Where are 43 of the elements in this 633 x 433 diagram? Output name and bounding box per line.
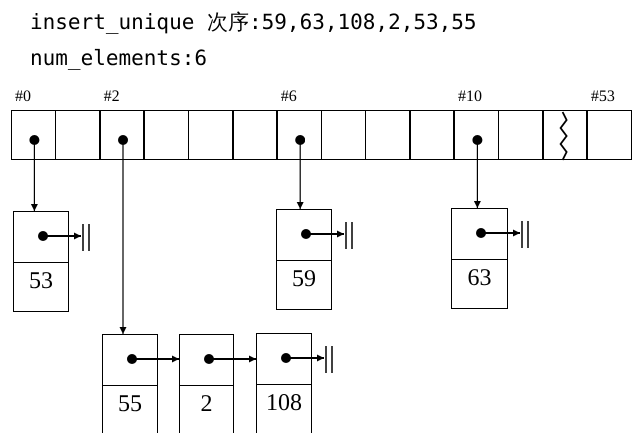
- bucket-index: #10: [458, 88, 482, 106]
- list-node-box: [13, 211, 69, 312]
- bucket-cell: [321, 110, 366, 160]
- bucket-cell: [100, 110, 144, 160]
- bucket-cell: [55, 110, 100, 160]
- list-node-box: [102, 334, 158, 433]
- list-node-box: [276, 209, 332, 310]
- bucket-cell: [11, 110, 56, 160]
- list-node-box: [179, 334, 234, 433]
- pointer-arrow: [29, 135, 40, 211]
- pointer-arrow: [204, 354, 256, 364]
- bucket-cell: [276, 110, 322, 160]
- bucket-cell: [188, 110, 233, 160]
- bucket-index: #53: [590, 88, 615, 106]
- bucket-index: #0: [15, 88, 31, 106]
- bucket-cell: [365, 110, 410, 160]
- list-node-box: [256, 333, 312, 433]
- bucket-index: #2: [104, 88, 120, 106]
- bucket-cell: [454, 110, 499, 160]
- insertion-order-text: insert_unique 次序:59,63,108,2,53,55: [30, 9, 477, 36]
- node-value: 63: [466, 265, 492, 292]
- node-value: 2: [200, 391, 214, 418]
- node-value: 59: [291, 266, 317, 293]
- pointer-arrow: [281, 353, 324, 363]
- bucket-cell: [410, 110, 454, 160]
- pointer-arrow: [476, 228, 520, 238]
- element-count-text: num_elements:6: [30, 46, 208, 70]
- pointer-arrow: [301, 229, 344, 239]
- node-value: 55: [117, 391, 143, 418]
- bucket-cell: [542, 110, 588, 160]
- bucket-cell: [144, 110, 189, 160]
- pointer-arrow: [127, 354, 179, 364]
- list-node-box: [451, 208, 508, 309]
- node-value: 53: [28, 268, 54, 295]
- pointer-arrow: [472, 135, 482, 208]
- bucket-index: #6: [280, 88, 297, 106]
- node-value: 108: [265, 390, 303, 417]
- pointer-arrow: [118, 135, 128, 334]
- bucket-cell: [498, 110, 544, 160]
- bucket-cell: [232, 110, 278, 160]
- pointer-arrow: [295, 135, 306, 209]
- pointer-arrow: [38, 231, 81, 241]
- bucket-cell: [586, 110, 632, 160]
